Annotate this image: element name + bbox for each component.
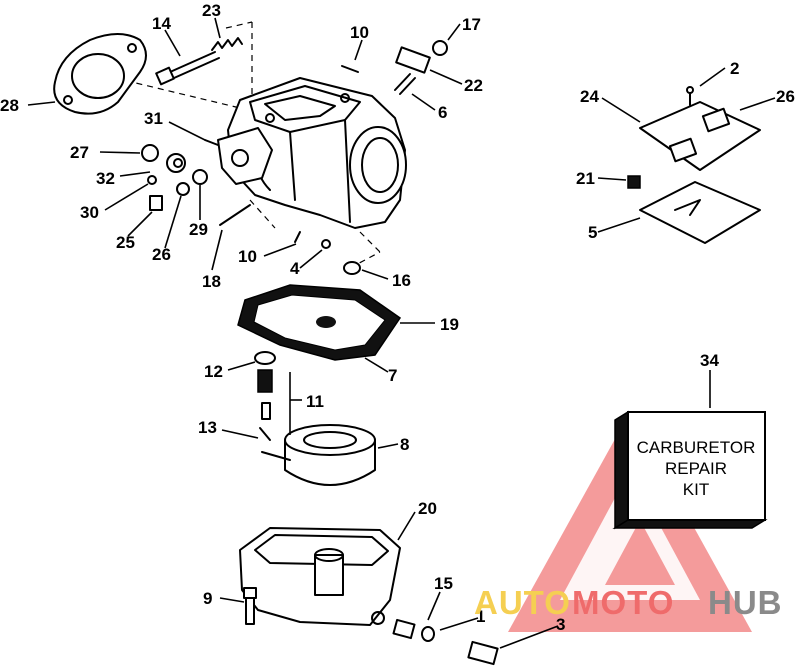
float [261, 424, 376, 486]
needle-valve-cluster [141, 127, 273, 211]
callout-5: 5 [588, 223, 597, 242]
callout-24: 24 [580, 87, 599, 106]
callout-7: 7 [388, 366, 397, 385]
callout-6: 6 [438, 103, 447, 122]
callout-4: 4 [290, 259, 300, 278]
callout-20: 20 [418, 499, 437, 518]
drain-plug-parts [392, 618, 499, 666]
callout-29: 28 [0, 96, 19, 115]
callout-23: 23 [202, 1, 221, 20]
leader-lines [27, 17, 776, 649]
float-bowl [239, 527, 401, 626]
cover-plate-assembly [627, 86, 761, 244]
watermark-part-1: AUTO [474, 584, 571, 621]
carburetor-body [227, 77, 407, 229]
callout-22: 21 [576, 169, 595, 188]
callout-13: 13 [198, 418, 217, 437]
callout-15: 14 [152, 14, 171, 33]
callout-26: 25 [116, 233, 135, 252]
callout-labels: 14 23 28 31 27 32 30 25 26 29 18 10 4 16… [0, 1, 795, 634]
spring-23 [211, 37, 243, 51]
callout-17: 17 [462, 15, 481, 34]
watermark-part-2: MOTO [572, 584, 674, 621]
repair-kit-box [612, 410, 768, 530]
kit-line-3: KIT [683, 480, 709, 499]
float-pin-parts [394, 40, 448, 95]
callout-3: 3 [556, 615, 565, 634]
watermark-text: AUTO MOTO HUB [474, 584, 783, 621]
callout-25: 26 [776, 87, 795, 106]
inlet-needle-parts [254, 351, 276, 441]
callout-32: 31 [144, 109, 163, 128]
callout-34: 34 [700, 351, 719, 370]
callout-19: 18 [202, 272, 221, 291]
callout-16: 16 [392, 271, 411, 290]
callout-27: 26 [152, 245, 171, 264]
callout-10-top: 10 [350, 23, 369, 42]
callout-30: 29 [189, 220, 208, 239]
flange-gasket [53, 33, 147, 115]
callout-12: 12 [204, 362, 223, 381]
callout-8: 8 [400, 435, 409, 454]
callout-31: 30 [80, 203, 99, 222]
callout-21: 22 [464, 76, 483, 95]
callout-9: 9 [203, 589, 212, 608]
callout-28: 27 [70, 143, 89, 162]
screw-9 [243, 587, 257, 625]
callout-18: 19 [440, 315, 459, 334]
small-parts [219, 65, 361, 275]
kit-label: CARBURETOR REPAIR KIT [637, 438, 756, 499]
watermark-part-3: HUB [708, 584, 783, 621]
callout-2: 2 [730, 59, 739, 78]
callout-33: 32 [96, 169, 115, 188]
callout-1: 1 [476, 607, 485, 626]
callout-14: 15 [434, 574, 453, 593]
screw-15 [155, 51, 220, 86]
float-bowl-gasket [237, 284, 402, 361]
kit-line-2: REPAIR [665, 459, 727, 478]
kit-line-1: CARBURETOR [637, 438, 756, 457]
callout-11: 11 [306, 392, 324, 411]
callout-10-lower: 10 [238, 247, 257, 266]
